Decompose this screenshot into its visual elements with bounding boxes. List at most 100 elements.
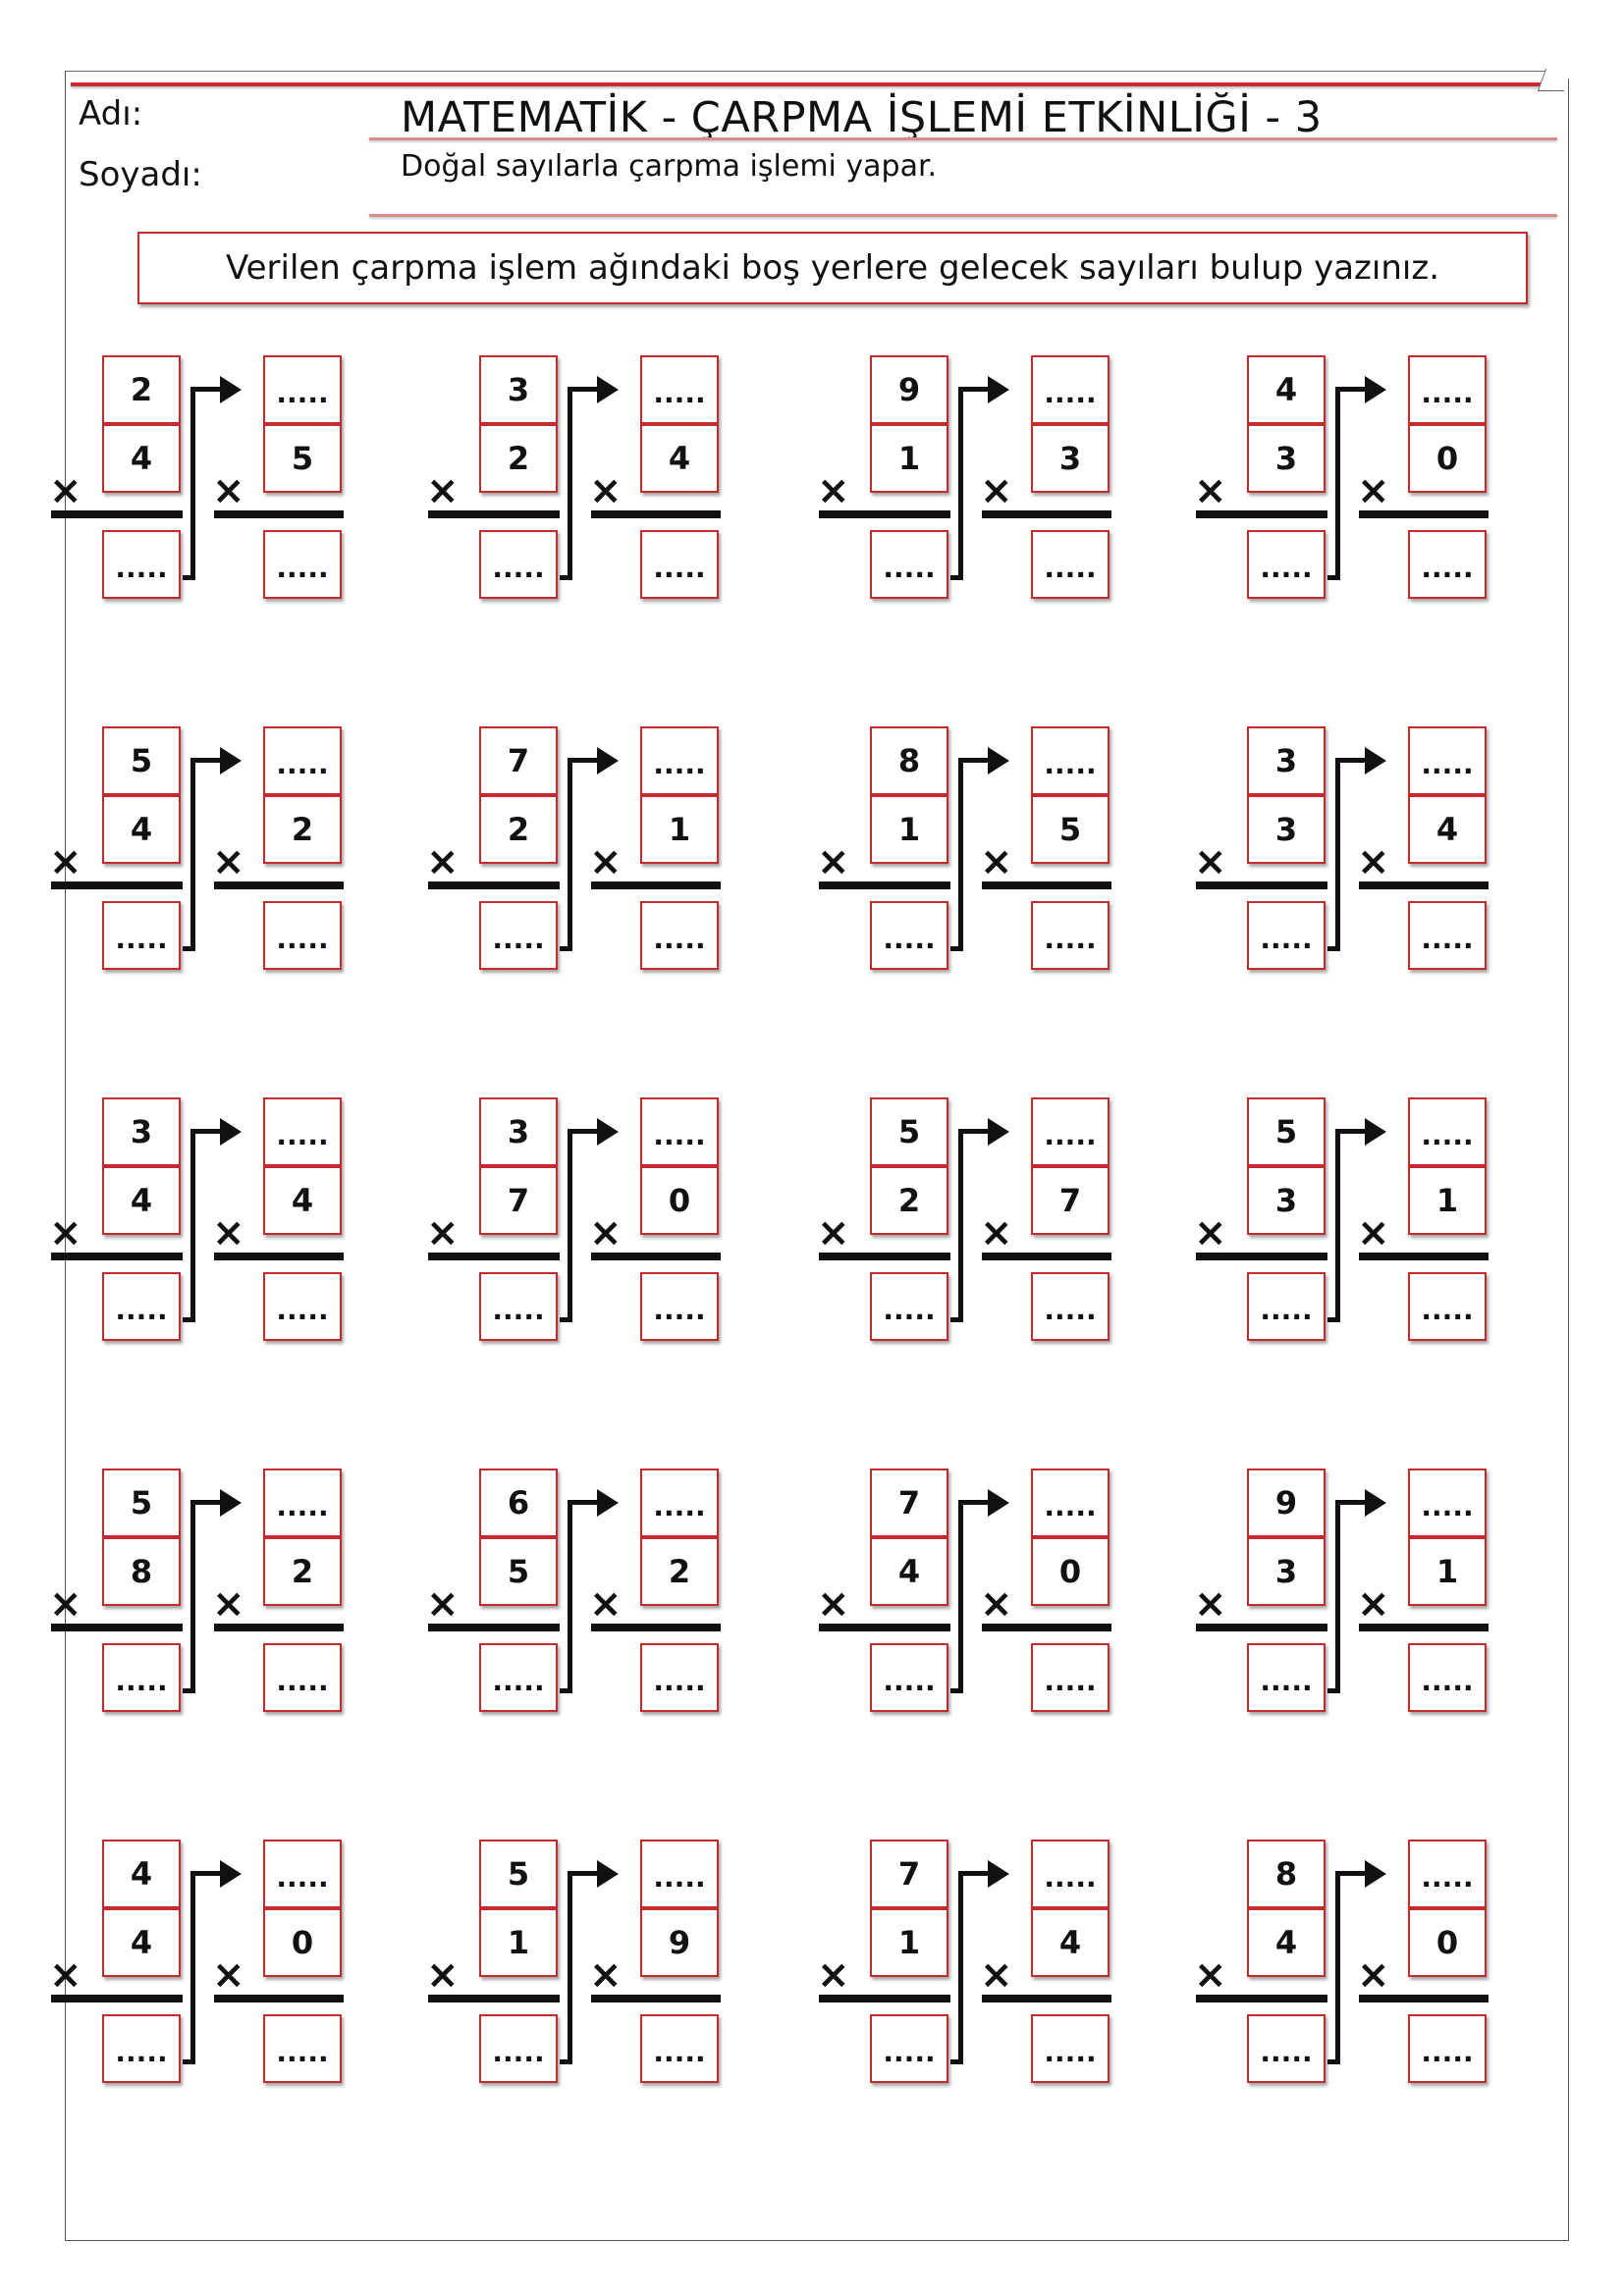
- answer-blank-top-right[interactable]: .....: [1031, 1097, 1110, 1166]
- result-bar: [819, 881, 950, 889]
- answer-blank-right[interactable]: .....: [640, 530, 719, 599]
- answer-blank-left[interactable]: .....: [479, 2014, 558, 2083]
- answer-blank-left[interactable]: .....: [870, 2014, 948, 2083]
- answer-blank-right[interactable]: .....: [640, 901, 719, 970]
- factor-bottom-box: 3: [1247, 1537, 1326, 1606]
- answer-blank-right[interactable]: .....: [263, 2014, 342, 2083]
- connector-line: [183, 1688, 195, 1693]
- multiply-sign: ×: [1194, 1210, 1227, 1255]
- connector-line: [190, 758, 195, 950]
- multiply-sign: ×: [426, 468, 460, 513]
- answer-blank-right[interactable]: .....: [263, 530, 342, 599]
- answer-blank-top-right[interactable]: .....: [1408, 726, 1487, 795]
- answer-blank-right[interactable]: .....: [1408, 901, 1487, 970]
- connector-line: [950, 1688, 963, 1693]
- multiply-sign: ×: [1194, 468, 1227, 513]
- answer-blank-top-right[interactable]: .....: [1031, 355, 1110, 424]
- result-bar: [591, 1624, 721, 1631]
- connector-line: [560, 1688, 572, 1693]
- answer-blank-top-right[interactable]: .....: [263, 1468, 342, 1537]
- result-bar: [51, 1995, 183, 2002]
- answer-blank-right[interactable]: .....: [1408, 1643, 1487, 1712]
- answer-blank-top-right[interactable]: .....: [640, 1840, 719, 1908]
- answer-blank-left[interactable]: .....: [1247, 901, 1326, 970]
- answer-blank-top-right[interactable]: .....: [640, 1468, 719, 1537]
- arrow-right-icon: [988, 1860, 1009, 1888]
- factor-bottom-box: 1: [479, 1908, 558, 1977]
- answer-blank-right[interactable]: .....: [1408, 2014, 1487, 2083]
- answer-blank-right[interactable]: .....: [263, 901, 342, 970]
- multiply-sign: ×: [212, 1210, 245, 1255]
- result-bar: [819, 1624, 950, 1631]
- answer-blank-top-right[interactable]: .....: [263, 1840, 342, 1908]
- factor-top-box: 8: [1247, 1840, 1326, 1908]
- answer-blank-right[interactable]: .....: [1031, 1643, 1110, 1712]
- answer-blank-top-right[interactable]: .....: [640, 1097, 719, 1166]
- result-bar: [982, 1995, 1111, 2002]
- answer-blank-right[interactable]: .....: [1031, 2014, 1110, 2083]
- connector-line: [568, 1871, 599, 1876]
- answer-blank-top-right[interactable]: .....: [263, 726, 342, 795]
- answer-blank-right[interactable]: .....: [263, 1272, 342, 1341]
- factor-right-box: 0: [1408, 424, 1487, 493]
- multiply-sign: ×: [980, 468, 1013, 513]
- answer-blank-right[interactable]: .....: [1031, 901, 1110, 970]
- answer-blank-left[interactable]: .....: [102, 1643, 181, 1712]
- answer-blank-right[interactable]: .....: [640, 2014, 719, 2083]
- connector-line: [568, 1871, 572, 2063]
- answer-blank-right[interactable]: .....: [1408, 530, 1487, 599]
- answer-blank-left[interactable]: .....: [102, 1272, 181, 1341]
- answer-blank-top-right[interactable]: .....: [1031, 1840, 1110, 1908]
- result-bar: [214, 510, 344, 518]
- answer-blank-top-right[interactable]: .....: [263, 355, 342, 424]
- result-bar: [428, 1253, 560, 1260]
- answer-blank-right[interactable]: .....: [640, 1272, 719, 1341]
- connector-line: [958, 1500, 990, 1505]
- answer-blank-left[interactable]: .....: [870, 530, 948, 599]
- multiply-sign: ×: [1194, 1952, 1227, 1998]
- arrow-right-icon: [988, 376, 1009, 403]
- result-bar: [214, 1995, 344, 2002]
- answer-blank-right[interactable]: .....: [1031, 530, 1110, 599]
- answer-blank-top-right[interactable]: .....: [640, 355, 719, 424]
- answer-blank-left[interactable]: .....: [479, 1643, 558, 1712]
- answer-blank-left[interactable]: .....: [479, 1272, 558, 1341]
- answer-blank-top-right[interactable]: .....: [1031, 1468, 1110, 1537]
- answer-blank-left[interactable]: .....: [870, 901, 948, 970]
- answer-blank-left[interactable]: .....: [1247, 1643, 1326, 1712]
- answer-blank-top-right[interactable]: .....: [263, 1097, 342, 1166]
- answer-blank-top-right[interactable]: .....: [640, 726, 719, 795]
- answer-blank-left[interactable]: .....: [102, 2014, 181, 2083]
- answer-blank-left[interactable]: .....: [479, 530, 558, 599]
- factor-top-box: 9: [870, 355, 948, 424]
- answer-blank-left[interactable]: .....: [102, 901, 181, 970]
- answer-blank-left[interactable]: .....: [870, 1643, 948, 1712]
- multiply-sign: ×: [980, 1952, 1013, 1998]
- answer-blank-top-right[interactable]: .....: [1408, 1097, 1487, 1166]
- answer-blank-right[interactable]: .....: [1408, 1272, 1487, 1341]
- answer-blank-left[interactable]: .....: [1247, 1272, 1326, 1341]
- answer-blank-top-right[interactable]: .....: [1031, 726, 1110, 795]
- answer-blank-right[interactable]: .....: [640, 1643, 719, 1712]
- answer-blank-left[interactable]: .....: [102, 530, 181, 599]
- answer-blank-top-right[interactable]: .....: [1408, 1468, 1487, 1537]
- connector-line: [568, 387, 599, 392]
- answer-blank-right[interactable]: .....: [1031, 1272, 1110, 1341]
- answer-blank-left[interactable]: .....: [479, 901, 558, 970]
- multiply-sign: ×: [1357, 839, 1390, 884]
- factor-top-box: 2: [102, 355, 181, 424]
- answer-blank-top-right[interactable]: .....: [1408, 355, 1487, 424]
- connector-line: [1335, 758, 1340, 950]
- factor-right-box: 9: [640, 1908, 719, 1977]
- factor-right-box: 1: [640, 795, 719, 864]
- answer-blank-left[interactable]: .....: [1247, 530, 1326, 599]
- answer-blank-top-right[interactable]: .....: [1408, 1840, 1487, 1908]
- answer-blank-right[interactable]: .....: [263, 1643, 342, 1712]
- result-bar: [819, 1995, 950, 2002]
- factor-top-box: 9: [1247, 1468, 1326, 1537]
- multiply-sign: ×: [1357, 468, 1390, 513]
- answer-blank-left[interactable]: .....: [870, 1272, 948, 1341]
- answer-blank-left[interactable]: .....: [1247, 2014, 1326, 2083]
- connector-line: [958, 1500, 963, 1692]
- result-bar: [1359, 1624, 1489, 1631]
